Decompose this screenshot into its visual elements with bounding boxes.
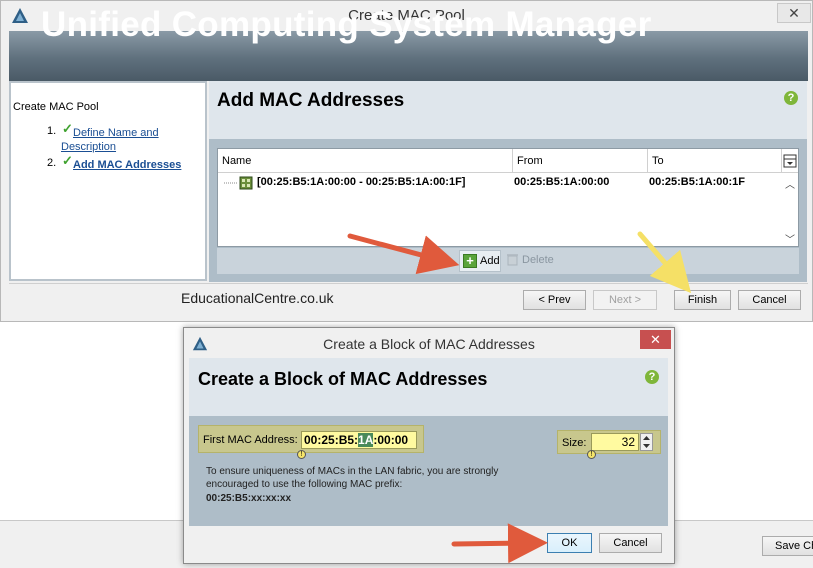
table-scrollbar[interactable]: ︿ ﹀ bbox=[782, 173, 798, 246]
add-button[interactable]: + Add bbox=[459, 250, 501, 272]
close-icon: ✕ bbox=[788, 5, 800, 21]
recommended-prefix: 00:25:B5:xx:xx:xx bbox=[206, 493, 292, 504]
page-title: Add MAC Addresses bbox=[217, 90, 405, 111]
step-number: 2. bbox=[47, 157, 57, 169]
help-icon[interactable]: ? bbox=[645, 370, 659, 384]
warning-icon: ! bbox=[587, 450, 596, 459]
ok-button[interactable]: OK bbox=[547, 533, 592, 553]
dialog-cancel-button[interactable]: Cancel bbox=[599, 533, 662, 553]
cell-name: [00:25:B5:1A:00:00 - 00:25:B5:1A:00:1F] bbox=[257, 176, 466, 188]
column-chooser-icon bbox=[783, 154, 797, 168]
delete-button[interactable]: Delete bbox=[522, 254, 554, 266]
table-row[interactable]: [00:25:B5:1A:00:00 - 00:25:B5:1A:00:1F] … bbox=[218, 173, 782, 193]
column-header-name[interactable]: Name bbox=[218, 149, 513, 173]
wizard-step-add-mac[interactable]: 2. ✓ Add MAC Addresses bbox=[11, 153, 201, 173]
spinner-down-icon[interactable] bbox=[643, 444, 650, 448]
close-icon: ✕ bbox=[650, 332, 661, 347]
size-spinner[interactable] bbox=[640, 433, 653, 451]
first-mac-selected-octet: 1A bbox=[358, 433, 374, 447]
column-chooser-button[interactable] bbox=[782, 149, 798, 173]
tree-node-icon bbox=[224, 176, 253, 190]
column-header-from[interactable]: From bbox=[513, 149, 648, 173]
banner bbox=[9, 31, 808, 81]
check-icon: ✓ bbox=[62, 153, 73, 168]
step-number: 1. bbox=[47, 125, 57, 137]
save-changes-button[interactable]: Save Ch bbox=[762, 536, 813, 556]
add-icon: + bbox=[463, 254, 477, 268]
prefix-notice-line1: To ensure uniqueness of MACs in the LAN … bbox=[206, 466, 499, 477]
create-block-dialog: Create a Block of MAC Addresses ✕ Create… bbox=[183, 327, 675, 564]
dialog-header bbox=[189, 358, 668, 416]
trash-icon bbox=[507, 254, 518, 266]
mac-blocks-table: Name From To [00:25:B5:1A:00:00 - 00:25:… bbox=[217, 148, 799, 247]
column-header-to[interactable]: To bbox=[648, 149, 782, 173]
title-bar bbox=[1, 1, 812, 31]
dialog-close-button[interactable]: ✕ bbox=[640, 330, 671, 349]
first-mac-prefix: 00:25:B5: bbox=[304, 433, 359, 447]
size-input[interactable]: 32 bbox=[591, 433, 639, 451]
size-label: Size: bbox=[562, 437, 587, 449]
app-logo-icon bbox=[192, 336, 208, 351]
dialog-heading: Create a Block of MAC Addresses bbox=[198, 369, 488, 389]
create-mac-pool-window: Create MAC Pool ✕ Unified Computing Syst… bbox=[0, 0, 813, 322]
help-icon[interactable]: ? bbox=[784, 91, 798, 105]
step-label-line2: Description bbox=[61, 141, 117, 153]
cell-from: 00:25:B5:1A:00:00 bbox=[514, 176, 610, 188]
scroll-down-icon[interactable]: ﹀ bbox=[785, 235, 795, 246]
window-title: Create MAC Pool bbox=[348, 7, 465, 24]
banner-title: Unified Computing System Manager bbox=[41, 5, 652, 44]
check-icon: ✓ bbox=[62, 121, 73, 136]
first-mac-field-group: First MAC Address: 00:25:B5:1A:00:00 bbox=[198, 425, 424, 453]
red-arrow-ok bbox=[451, 523, 548, 564]
app-logo-icon bbox=[12, 8, 28, 23]
content-header bbox=[209, 81, 807, 139]
dialog-title: Create a Block of MAC Addresses bbox=[323, 336, 535, 352]
add-label: Add bbox=[480, 255, 500, 267]
first-mac-label: First MAC Address: bbox=[203, 434, 298, 446]
close-button[interactable]: ✕ bbox=[777, 3, 811, 23]
step-label: Define Name and bbox=[73, 127, 159, 139]
red-arrow-add bbox=[347, 233, 460, 275]
watermark-text: EducationalCentre.co.uk bbox=[181, 290, 334, 306]
first-mac-input[interactable]: 00:25:B5:1A:00:00 bbox=[301, 431, 417, 449]
finish-button[interactable]: Finish bbox=[674, 290, 731, 310]
step-label: Add MAC Addresses bbox=[73, 159, 182, 171]
prev-button[interactable]: < Prev bbox=[523, 290, 586, 310]
prefix-notice-line2: encouraged to use the following MAC pref… bbox=[206, 479, 403, 490]
scroll-up-icon[interactable]: ︿ bbox=[785, 180, 795, 191]
spinner-up-icon[interactable] bbox=[643, 436, 650, 440]
yellow-arrow-finish bbox=[637, 231, 692, 294]
wizard-step-define-name[interactable]: 1. ✓ Define Name and Description bbox=[11, 121, 201, 153]
wizard-steps-panel: Create MAC Pool 1. ✓ Define Name and Des… bbox=[9, 81, 207, 281]
cancel-button[interactable]: Cancel bbox=[738, 290, 801, 310]
warning-icon: ! bbox=[297, 450, 306, 459]
size-field-group: Size: 32 bbox=[557, 430, 661, 454]
cell-to: 00:25:B5:1A:00:1F bbox=[649, 176, 745, 188]
wizard-title: Create MAC Pool bbox=[13, 101, 99, 113]
first-mac-suffix: :00:00 bbox=[373, 433, 409, 447]
next-button[interactable]: Next > bbox=[593, 290, 657, 310]
